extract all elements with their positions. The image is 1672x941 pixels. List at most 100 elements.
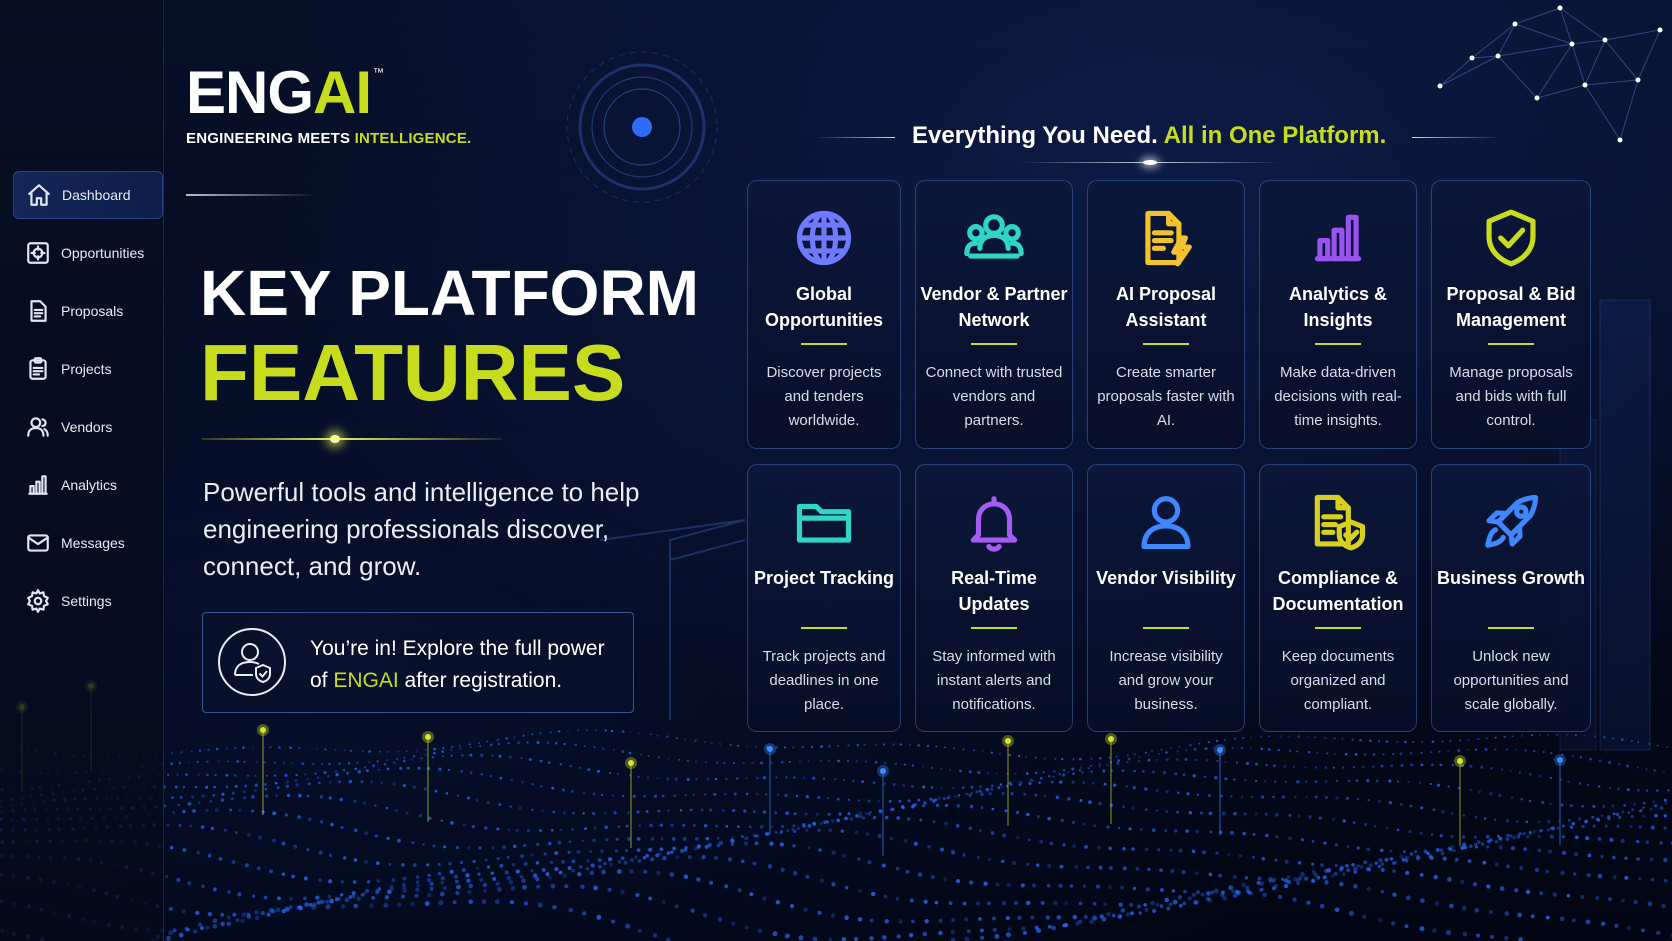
constellation-line: [1471, 23, 1516, 59]
terrain-dot: [1597, 873, 1603, 879]
sidebar-item-messages[interactable]: Messages: [13, 519, 163, 567]
terrain-dot: [957, 795, 960, 798]
terrain-dot: [1010, 783, 1013, 786]
terrain-dot: [172, 928, 177, 933]
sidebar-item-opportunities[interactable]: Opportunities: [13, 229, 163, 277]
terrain-dot: [743, 841, 749, 846]
terrain-dot: [242, 790, 246, 794]
terrain-dot: [1010, 792, 1014, 796]
terrain-dot: [730, 842, 734, 846]
terrain-dot: [1131, 806, 1135, 810]
terrain-dot: [1541, 800, 1545, 805]
terrain-dot: [854, 937, 858, 941]
sidebar-item-proposals[interactable]: Proposals: [13, 287, 163, 335]
terrain-dot: [198, 749, 202, 752]
terrain-dot: [802, 776, 806, 780]
terrain-dot: [1545, 869, 1549, 874]
user-shield-icon: [218, 628, 286, 696]
bell-icon: [963, 491, 1025, 553]
terrain-dot: [557, 730, 561, 733]
terrain-dot: [1090, 757, 1093, 760]
terrain-dot: [546, 741, 550, 745]
terrain-dot: [617, 825, 621, 829]
terrain-dot: [1517, 912, 1522, 918]
terrain-dot: [988, 792, 992, 796]
terrain-dot: [263, 895, 268, 900]
sidebar-item-dashboard[interactable]: Dashboard: [13, 171, 163, 219]
sidebar-item-projects[interactable]: Projects: [13, 345, 163, 393]
terrain-dot: [256, 866, 261, 871]
terrain-dot: [1378, 858, 1383, 863]
terrain-dot: [1151, 828, 1156, 833]
terrain-dot: [242, 746, 245, 749]
terrain-dot: [486, 801, 490, 805]
sidebar-item-vendors[interactable]: Vendors: [13, 403, 163, 451]
terrain-dot: [817, 795, 821, 800]
terrain-dot: [497, 742, 500, 745]
terrain-dot: [1259, 888, 1263, 892]
terrain-dot: [1306, 900, 1311, 905]
terrain-dot: [1155, 809, 1159, 812]
terrain-dot: [1139, 828, 1143, 832]
terrain-dot: [338, 762, 341, 765]
terrain-dot: [1566, 893, 1571, 898]
terrain-dot: [251, 809, 255, 813]
terrain-dot: [460, 770, 463, 773]
terrain-dot: [980, 806, 984, 810]
terrain-dot: [1485, 835, 1490, 839]
terrain-dot: [1151, 770, 1156, 774]
terrain-dot: [757, 928, 763, 934]
terrain-dot: [341, 904, 346, 909]
sidebar-item-settings[interactable]: Settings: [13, 577, 163, 625]
terrain-dot: [603, 862, 607, 866]
terrain-dot: [1505, 748, 1509, 751]
terrain-dot: [1420, 740, 1424, 744]
terrain-dot: [1584, 819, 1588, 824]
terrain-dot: [1542, 751, 1545, 753]
terrain-dot: [789, 904, 795, 909]
terrain-dot: [1240, 747, 1243, 750]
terrain-dot: [1549, 802, 1552, 806]
terrain-dot: [429, 886, 434, 891]
terrain-dot: [1368, 863, 1373, 868]
terrain-dot: [762, 810, 767, 814]
terrain-dot: [307, 782, 311, 786]
terrain-dot: [647, 754, 650, 758]
terrain-dot: [1592, 824, 1596, 828]
terrain-dot: [1252, 833, 1256, 836]
terrain-dot: [645, 810, 649, 813]
terrain-dot: [1442, 856, 1447, 861]
terrain-dot: [934, 900, 939, 905]
terrain-dot: [638, 824, 642, 828]
terrain-dot: [1530, 734, 1533, 737]
terrain-dot: [1106, 763, 1109, 767]
terrain-dot: [226, 760, 229, 763]
terrain-dot: [898, 919, 903, 924]
terrain-dot: [857, 799, 860, 802]
terrain-dot: [1326, 868, 1332, 873]
terrain-dot: [199, 926, 205, 931]
terrain-dot: [966, 929, 971, 934]
terrain-dot: [1390, 921, 1396, 926]
terrain-dot: [1526, 835, 1530, 839]
terrain-dot: [1374, 861, 1378, 865]
terrain-dot: [535, 861, 540, 865]
logo-divider: [186, 194, 316, 196]
sidebar-item-analytics[interactable]: Analytics: [13, 461, 163, 509]
terrain-dot: [950, 850, 956, 855]
terrain-dot: [1032, 883, 1036, 888]
constellation-line: [1536, 84, 1586, 99]
terrain-dot: [174, 785, 178, 789]
terrain-dot: [338, 780, 342, 784]
terrain-dot: [1067, 797, 1071, 801]
